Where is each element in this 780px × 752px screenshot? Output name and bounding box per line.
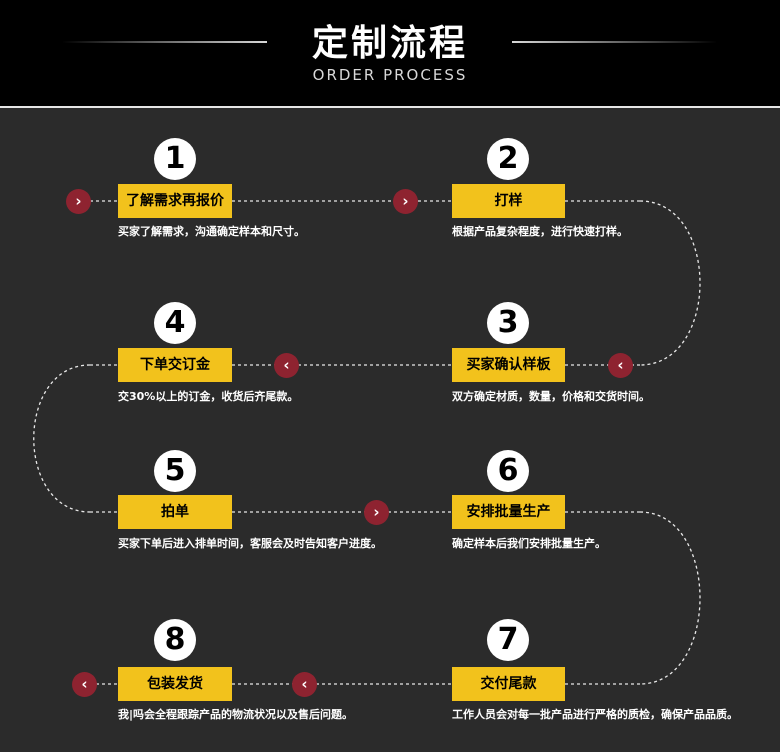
step-5-box: 拍单	[118, 495, 232, 529]
step-3-box: 买家确认样板	[452, 348, 565, 382]
arrow-left-icon: ‹	[274, 353, 299, 378]
step-4-desc: 交30%以上的订金，收货后齐尾款。	[118, 390, 299, 403]
header-line-right	[512, 41, 717, 43]
step-4-box: 下单交订金	[118, 348, 232, 382]
step-7-box: 交付尾款	[452, 667, 565, 701]
step-5-number: 5	[154, 450, 196, 492]
step-6-number: 6	[487, 450, 529, 492]
step-6-desc: 确定样本后我们安排批量生产。	[452, 537, 606, 550]
page-subtitle: ORDER PROCESS	[312, 66, 468, 84]
header-divider	[0, 106, 780, 108]
step-7-desc: 工作人员会对每一批产品进行严格的质检，确保产品品质。	[452, 708, 738, 721]
page-title: 定制流程	[311, 23, 468, 64]
step-5-desc: 买家下单后进入排单时间，客服会及时告知客户进度。	[118, 537, 382, 550]
arrow-right-icon: ›	[393, 189, 418, 214]
step-7-number: 7	[487, 619, 529, 661]
step-8-number: 8	[154, 619, 196, 661]
step-2-number: 2	[487, 138, 529, 180]
arrow-left-icon: ‹	[608, 353, 633, 378]
step-3-number: 3	[487, 302, 529, 344]
step-3-desc: 双方确定材质，数量，价格和交货时间。	[452, 390, 650, 403]
arrow-right-icon: ›	[364, 500, 389, 525]
step-2-desc: 根据产品复杂程度，进行快速打样。	[452, 225, 628, 238]
header-line-left	[62, 41, 267, 43]
step-6-box: 安排批量生产	[452, 495, 565, 529]
arrow-left-icon: ‹	[72, 672, 97, 697]
step-1-desc: 买家了解需求，沟通确定样本和尺寸。	[118, 225, 305, 238]
step-8-box: 包装发货	[118, 667, 232, 701]
step-8-desc: 我|吗会全程跟踪产品的物流状况以及售后问题。	[118, 708, 354, 721]
step-2-box: 打样	[452, 184, 565, 218]
step-1-number: 1	[154, 138, 196, 180]
step-4-number: 4	[154, 302, 196, 344]
step-1-box: 了解需求再报价	[118, 184, 232, 218]
arrow-left-icon: ‹	[292, 672, 317, 697]
arrow-right-icon: ›	[66, 189, 91, 214]
header: 定制流程 ORDER PROCESS	[0, 0, 780, 106]
